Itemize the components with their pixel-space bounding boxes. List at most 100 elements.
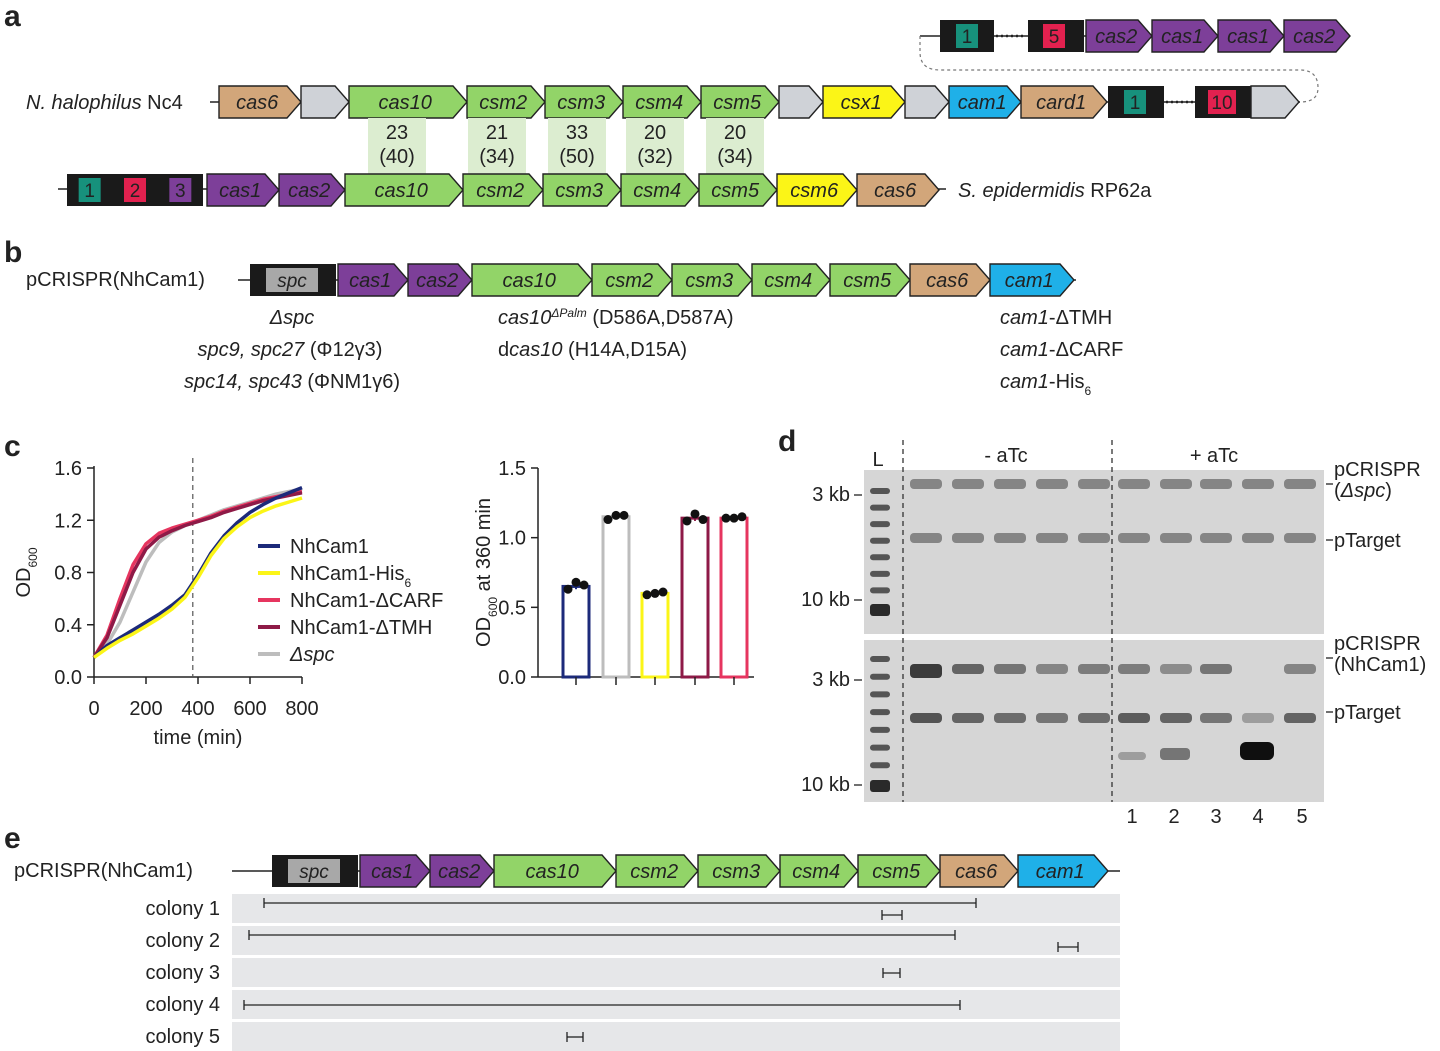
homology-box: 23(40) xyxy=(368,118,426,174)
cam1-variant-note: cam1-ΔTMH xyxy=(1000,307,1112,329)
gel-band-ptarget xyxy=(952,533,984,543)
plasmid-name: pCRISPR(NhCam1) xyxy=(14,860,193,882)
data-point xyxy=(658,587,668,597)
gene-arrow-shape xyxy=(407,263,473,297)
ladder-band xyxy=(870,521,890,528)
gene-arrow-shape xyxy=(466,85,546,119)
gene-arrow-shape xyxy=(300,85,350,119)
homology-bg xyxy=(706,118,764,174)
gene-label: csm6 xyxy=(790,180,839,202)
homology-bg xyxy=(548,118,606,174)
label-part: cas10 xyxy=(498,307,551,329)
gene-cas1: cas1 xyxy=(206,173,280,207)
gene-csm4: csm4 xyxy=(620,173,700,207)
label-part: 600 xyxy=(26,547,40,567)
label-part: Δspc xyxy=(289,644,335,666)
gene-label: cam1 xyxy=(958,92,1007,114)
gene-cas6: cas6 xyxy=(909,263,991,297)
minus-atc-label: - aTc xyxy=(984,445,1027,467)
label-part: -ΔCARF xyxy=(1049,339,1123,361)
ladder-band xyxy=(870,554,890,561)
plasmid-name: pCRISPR(NhCam1) xyxy=(26,269,205,291)
ladder-label: L xyxy=(872,449,883,471)
spc-cassette: spc xyxy=(250,264,336,296)
colony-label: colony 3 xyxy=(146,962,221,984)
gene-cas10: cas10 xyxy=(348,85,468,119)
spc-label: spc xyxy=(299,862,329,883)
label-part: Δspc xyxy=(1340,480,1386,502)
spacer-box xyxy=(78,178,101,202)
gene-arrow-shape xyxy=(751,263,831,297)
data-point xyxy=(603,515,613,525)
gene-label: cas1 xyxy=(1227,26,1269,48)
gel-band-ptarget xyxy=(1242,713,1274,723)
gene-label: cas10 xyxy=(526,861,579,883)
gene-csm4: csm4 xyxy=(779,854,859,888)
gene-arrow-shape xyxy=(989,263,1075,297)
label-part: Nc4 xyxy=(142,92,183,114)
gene-csm2: csm2 xyxy=(462,173,544,207)
gene-label: csm3 xyxy=(555,180,603,202)
gene-arrow-shape xyxy=(697,854,781,888)
gene-label: csx1 xyxy=(841,92,882,114)
gene-arrow-shape xyxy=(622,85,702,119)
ladder-band xyxy=(870,691,890,698)
label-part: 6 xyxy=(404,576,411,590)
ladder-band xyxy=(870,504,890,511)
gene-label: cam1 xyxy=(1036,861,1085,883)
gene-cas1: cas1 xyxy=(1151,19,1219,53)
gel-band-pcrispr xyxy=(1078,664,1110,674)
band-label: pCRISPR xyxy=(1334,633,1421,655)
gene-arrow-shape xyxy=(1085,19,1153,53)
gene-csm2: csm2 xyxy=(466,85,546,119)
gene-arrow-shape xyxy=(471,263,593,297)
gel-band-pcrispr xyxy=(1118,479,1150,489)
data-point xyxy=(737,512,747,522)
data-point xyxy=(650,588,660,598)
gene-label: cas1 xyxy=(349,270,391,292)
gene-cas6: cas6 xyxy=(218,85,302,119)
ladder-band xyxy=(870,587,890,594)
label-part: d xyxy=(498,339,509,361)
label-part: NhCam1-ΔTMH xyxy=(290,617,432,639)
gene-cas10: cas10 xyxy=(344,173,464,207)
gene-label: cas6 xyxy=(236,92,279,114)
gene-csm3: csm3 xyxy=(697,854,781,888)
gene-arrow-shape xyxy=(544,85,624,119)
cas10-variant-note: cas10ΔPalm (D586A,D587A) xyxy=(498,306,734,329)
gene-cas2: cas2 xyxy=(1283,19,1351,53)
gel-band-pcrispr xyxy=(1160,664,1192,674)
similarity-value: (34) xyxy=(479,146,515,168)
gene-label: card1 xyxy=(1036,92,1086,114)
gene-arrow-shape xyxy=(620,173,700,207)
legend-label: NhCam1-His6 xyxy=(290,563,411,590)
gene-arrow-shape xyxy=(778,85,824,119)
gene-cam1: cam1 xyxy=(1017,854,1109,888)
similarity-value: (50) xyxy=(559,146,595,168)
gel-band-ptarget xyxy=(1200,713,1232,723)
gene-cas2: cas2 xyxy=(278,173,346,207)
ladder-band xyxy=(870,537,890,544)
legend-label: NhCam1-ΔCARF xyxy=(290,590,443,612)
y-tick-label: 0.8 xyxy=(54,563,82,585)
gene-csm4: csm4 xyxy=(751,263,831,297)
label-part: ) xyxy=(1385,480,1392,502)
gene-card1: card1 xyxy=(1020,85,1108,119)
gene-cas10: cas10 xyxy=(471,263,593,297)
gene-arrow-shape xyxy=(344,173,464,207)
gene-csm5: csm5 xyxy=(700,85,780,119)
identity-value: 20 xyxy=(724,122,746,144)
identity-value: 33 xyxy=(566,122,588,144)
y-tick-label: 1.0 xyxy=(498,528,526,550)
plus-atc-label: + aTc xyxy=(1190,445,1238,467)
data-point xyxy=(682,516,692,526)
gene-label: cas6 xyxy=(926,270,969,292)
gene-cas10: cas10 xyxy=(493,854,617,888)
y-tick-label: 0.5 xyxy=(498,597,526,619)
gel-band-ptarget xyxy=(1160,533,1192,543)
gene-hypothetical xyxy=(904,85,950,119)
gel-band-pcrispr xyxy=(1036,479,1068,489)
similarity-value: (32) xyxy=(637,146,673,168)
species-label-se: S. epidermidis RP62a xyxy=(958,180,1152,202)
label-part: spc9, spc27 xyxy=(198,339,306,361)
